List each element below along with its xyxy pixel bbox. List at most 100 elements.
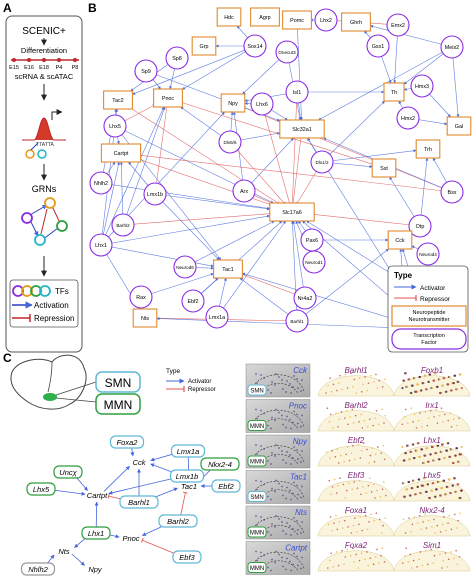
tf-rings-icon — [12, 285, 51, 297]
grn-edge-meis2-to-gal — [451, 46, 460, 118]
panel-a-legend-box — [9, 279, 79, 328]
expression-section-foxa2: Foxa2 — [317, 541, 395, 572]
grn-node-trh: Trh — [415, 139, 441, 159]
grn-edge-barhl1-to-cck — [296, 248, 389, 322]
grn-edge-lhx6-to-slc17a6 — [261, 103, 292, 204]
c-node-label: Foxa2 — [117, 438, 139, 447]
legend-repressor-label: Repressor — [420, 296, 451, 303]
grn-node-label: Trh — [424, 147, 432, 153]
ish-region-label: MMN — [250, 566, 264, 572]
c-node-label: Uncχ — [59, 468, 77, 477]
c-node-tac1: Tac1 — [181, 482, 197, 491]
c-node-label: Lhx1 — [88, 529, 104, 538]
grn-edge-barhl2-to-slc17a6 — [122, 211, 271, 226]
grn-node-label: Dlx1/2 — [315, 160, 328, 165]
grn-node-npy: Npy — [220, 93, 246, 113]
legend-neuropeptide-box — [391, 305, 467, 327]
grn-node-label: Emx2 — [391, 23, 405, 29]
timepoint-3: P4 — [56, 65, 63, 71]
grn-node-neurod6: Neurod6 — [173, 255, 197, 279]
grn-node-ghrh: Ghrh — [341, 12, 371, 32]
c-node-label: Nts — [58, 547, 70, 556]
panel-a: SCENIC+ Differentiation E15 E16 E18 P4 P… — [5, 15, 83, 353]
grn-edge-sox14-to-tac2 — [132, 45, 256, 95]
mmn-label: MMN — [104, 398, 133, 412]
grn-node-label: Gal — [455, 124, 463, 130]
grn-node-sp9: Sp9 — [134, 59, 158, 83]
c-node-foxa2: Foxa2 — [109, 435, 145, 449]
grn-node-hdc: Hdc — [216, 7, 242, 27]
grn-edge-lhx1-to-pnoc — [100, 106, 165, 246]
grn-node-label: Sox14 — [247, 44, 262, 50]
c-node-label: Nkx2-4 — [208, 460, 232, 469]
grn-node-label: Neurod4 — [419, 252, 437, 257]
grn-node-label: Otp — [416, 224, 425, 230]
smn-label: SMN — [105, 376, 132, 390]
grn-node-cck: Cck — [387, 230, 413, 250]
expression-section-barhl2: Barhl2 — [317, 401, 395, 432]
c-node-lhx1: Lhx1 — [81, 526, 111, 540]
grn-node-label: Lhx2 — [320, 18, 332, 24]
grn-node-label: Lmx1a — [209, 315, 225, 321]
timepoint-0: E15 — [9, 65, 19, 71]
grn-node-ebf2: Ebf2 — [181, 289, 205, 313]
panel-a-frame — [5, 15, 83, 353]
grn-node-barhl2: Barhl2 — [111, 213, 135, 237]
c-node-cck: Cck — [133, 458, 147, 467]
c-edge-ebf3-to-pnoc — [141, 537, 179, 556]
grn-node-label: Pax6 — [306, 238, 318, 244]
grn-node-label: Grp — [200, 44, 209, 50]
grn-node-label: Barhl2 — [116, 223, 130, 228]
grn-node-rax: Rax — [129, 285, 153, 309]
c-legend-activator: Activator — [188, 379, 211, 385]
timepoint-4: P8 — [72, 65, 79, 71]
grn-node-label: Nhlh2 — [94, 181, 108, 187]
ish-gene-label: Npy — [293, 437, 308, 446]
expression-gene-label: Foxa1 — [345, 506, 367, 515]
c-node-ebf3: Ebf3 — [172, 550, 202, 564]
grn-node-label: Pomc — [290, 18, 304, 24]
legend-tf-box — [391, 328, 467, 350]
grn-node-grp: Grp — [191, 36, 217, 56]
c-node-pnoc: Pnoc — [122, 534, 139, 543]
mini-grn-icon — [21, 197, 68, 246]
grn-node-neurod1: Neurod1 — [302, 250, 326, 274]
grn-node-pax6: Pax6 — [300, 228, 324, 252]
c-node-nts: Nts — [58, 547, 70, 556]
c-node-label: Pnoc — [122, 534, 139, 543]
ish-sections: CckSMNPnocMMNNpyMMNTac1SMNNtsMMNCartptMM… — [245, 363, 311, 575]
expression-section-ebf2: Ebf2 — [317, 436, 395, 467]
grn-node-agrp: Agrp — [250, 7, 280, 27]
grn-node-label: Neurod1 — [305, 260, 323, 265]
grn-node-label: Bsx — [448, 190, 457, 196]
grn-edge-sox14-to-pnoc — [182, 45, 256, 90]
grn-edges — [100, 18, 460, 330]
ish-region-label: MMN — [250, 424, 264, 430]
expression-section-foxa1: Foxa1 — [317, 506, 395, 537]
grn-node-label: Isl1 — [293, 90, 301, 96]
c-edge-nts-to-npy — [71, 553, 85, 566]
grn-edge-lhx1-to-tac1 — [100, 244, 214, 268]
grn-node-label: Slc17a6 — [282, 210, 301, 216]
expression-gene-label: Lhx5 — [423, 471, 441, 480]
grn-edge-lmx1b-to-tac1 — [154, 193, 220, 261]
grn-node-label: Tac2 — [112, 98, 123, 104]
grn-node-sox14: Sox14 — [243, 34, 267, 58]
grn-node-gsx1: Gsx1 — [366, 34, 390, 58]
c-node-label: Tac1 — [181, 482, 197, 491]
grn-edge-foxa1-to-slc17a6 — [306, 220, 404, 282]
expression-gene-label: Irx1 — [425, 401, 438, 410]
expression-gene-label: Foxb1 — [421, 366, 443, 375]
c-node-barhl2: Barhl2 — [158, 514, 198, 528]
differentiation-label: Differentiation — [21, 46, 67, 55]
c-legend-title: Type — [166, 368, 180, 375]
grn-node-label: Arx — [240, 189, 248, 195]
panel-label-b: B — [88, 1, 97, 15]
